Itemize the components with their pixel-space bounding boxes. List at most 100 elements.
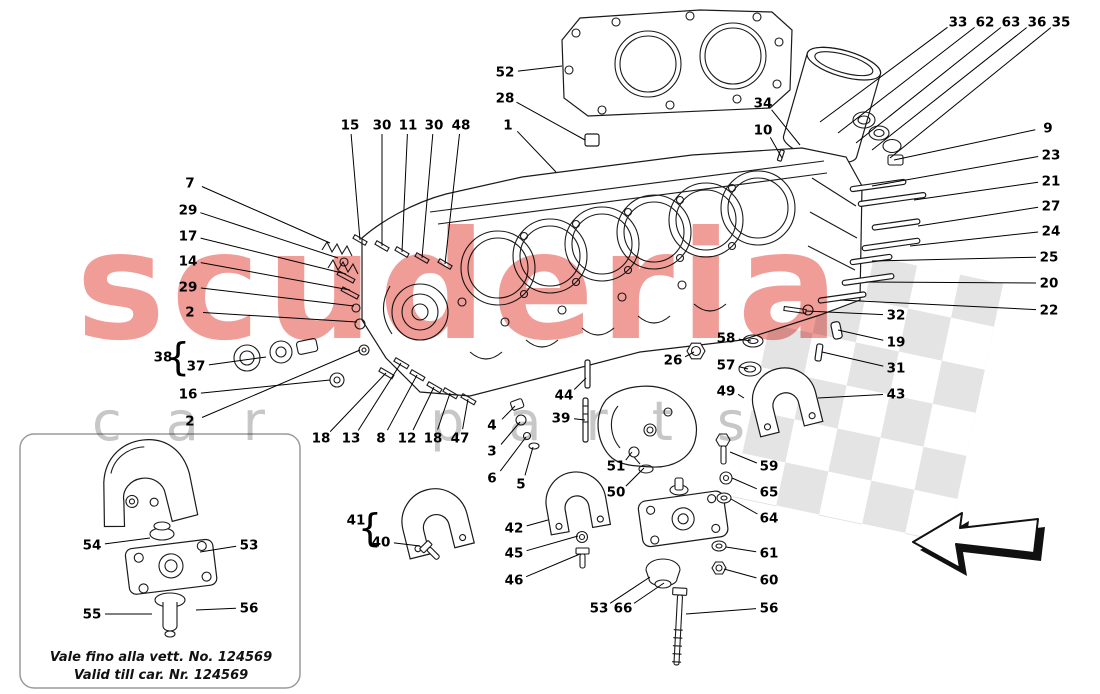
callout-38: 38: [154, 350, 173, 366]
leader-line-60: [723, 568, 757, 579]
callout-13: 13: [342, 431, 361, 447]
brace: {: [166, 335, 190, 379]
leader-line-40: [393, 542, 421, 547]
part-head-gasket: [561, 9, 793, 117]
leader-line-44: [573, 377, 587, 390]
leader-line-22: [839, 299, 1037, 311]
callout-28: 28: [496, 91, 515, 107]
brace: {: [358, 506, 382, 550]
leader-line-34: [771, 109, 801, 146]
leader-line-36: [871, 27, 1028, 151]
callout-10: 10: [754, 123, 773, 139]
leader-line-24: [909, 231, 1039, 247]
callout-61: 61: [760, 546, 779, 562]
leader-line-45: [526, 535, 579, 552]
validity-note-italian: Vale fino alla vett. No. 124569: [49, 650, 273, 665]
leader-line-29: [200, 212, 339, 259]
leader-line-20: [865, 281, 1037, 284]
callout-42: 42: [505, 521, 524, 537]
part-stud-31: [814, 343, 824, 362]
leader-line-14: [200, 262, 351, 291]
leader-line-42: [526, 519, 549, 527]
leader-line-53: [199, 545, 237, 553]
callout-52: 52: [496, 65, 515, 81]
part-bracket-42: [545, 471, 612, 536]
callout-18: 18: [312, 431, 331, 447]
callout-39: 39: [552, 411, 571, 427]
leader-line-19: [837, 329, 884, 341]
leader-line-18: [329, 372, 387, 432]
leader-line-10: [769, 137, 783, 159]
leader-line-23: [871, 156, 1039, 187]
part-crankcase-block: [361, 133, 863, 397]
part-dowel-19: [830, 321, 843, 340]
callout-46: 46: [505, 573, 524, 589]
callout-37: 37: [187, 359, 206, 375]
leader-line-29: [200, 287, 355, 307]
left-arrow-icon: [912, 512, 1045, 576]
part-plug-28: [584, 133, 600, 147]
leader-line-47: [462, 398, 469, 430]
leader-line-21: [913, 181, 1039, 201]
part-bracket-41: [401, 488, 475, 560]
leader-line-6: [499, 436, 527, 472]
part-engine-mount-cover: [597, 385, 697, 474]
callout-2: 2: [185, 305, 194, 321]
callout-21: 21: [1042, 174, 1061, 190]
callout-23: 23: [1042, 148, 1061, 164]
callout-56: 56: [760, 601, 779, 617]
callout-34: 34: [754, 96, 773, 112]
inset-mushroom-stud: [154, 592, 186, 638]
callout-55: 55: [83, 607, 102, 623]
leader-line-37: [208, 356, 267, 366]
part-bolt-51: [628, 446, 641, 465]
part-mount-stud-top: [669, 477, 689, 496]
callout-3: 3: [487, 444, 496, 460]
callout-20: 20: [1040, 276, 1059, 292]
callout-12: 12: [398, 431, 417, 447]
leader-line-16: [200, 379, 331, 394]
leader-line-56: [685, 608, 757, 615]
callout-43: 43: [887, 387, 906, 403]
callout-54: 54: [83, 538, 102, 554]
callout-58: 58: [717, 331, 736, 347]
callout-31: 31: [887, 361, 906, 377]
callout-50: 50: [607, 485, 626, 501]
callout-44: 44: [555, 388, 574, 404]
part-mount-mushroom: [645, 558, 681, 589]
leader-line-3: [500, 421, 521, 445]
callout-6: 6: [487, 471, 496, 487]
callout-53: 53: [590, 601, 609, 617]
callout-41: 41: [347, 513, 366, 529]
leader-line-49: [737, 393, 745, 399]
leader-line-46: [525, 553, 581, 578]
inset-mount-plate: [124, 538, 218, 595]
callout-49: 49: [717, 384, 736, 400]
callout-22: 22: [1040, 303, 1059, 319]
leader-line-33: [819, 26, 948, 123]
leader-line-54: [104, 537, 151, 545]
callout-26: 26: [664, 353, 683, 369]
leader-line-30: [421, 133, 434, 259]
callout-45: 45: [505, 546, 524, 562]
callout-53: 53: [240, 538, 259, 554]
leader-line-2: [201, 349, 361, 418]
callout-19: 19: [887, 335, 906, 351]
callout-9: 9: [1043, 121, 1052, 137]
part-bolt-32: [783, 304, 814, 316]
leader-line-53: [609, 576, 651, 604]
leader-line-66: [633, 582, 665, 604]
leader-line-17: [200, 237, 347, 275]
callout-30: 30: [373, 118, 392, 134]
leader-line-5: [524, 446, 534, 476]
leader-line-52: [517, 65, 563, 72]
callout-64: 64: [760, 511, 779, 527]
leader-line-43: [817, 394, 884, 399]
callout-59: 59: [760, 459, 779, 475]
leader-line-7: [201, 186, 331, 244]
leader-line-28: [516, 101, 586, 141]
callout-60: 60: [760, 573, 779, 589]
leader-line-59: [729, 451, 757, 464]
part-oil-fittings: [510, 398, 540, 450]
leader-line-65: [731, 477, 757, 490]
